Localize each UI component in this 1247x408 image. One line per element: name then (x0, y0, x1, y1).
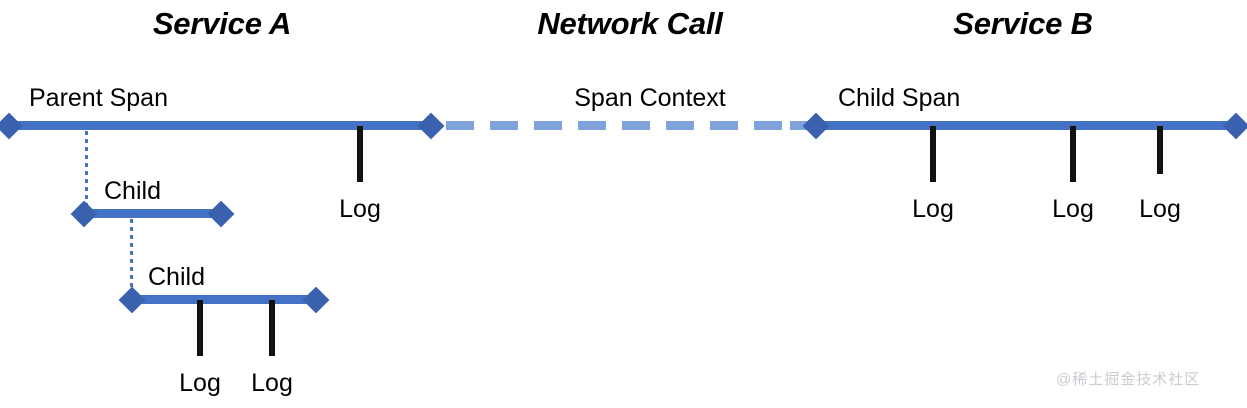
child-span-1-start-diamond (70, 200, 98, 228)
child-span-b-end-diamond (1222, 112, 1247, 140)
child-span-b-log-tick-1 (930, 126, 936, 182)
child-span-2-bar (131, 295, 317, 304)
child-span-b-log-tick-2 (1070, 126, 1076, 182)
section-title-service-a: Service A (152, 6, 292, 41)
child-span-2-log-label-1: Log (179, 369, 221, 397)
parent-span-bar (8, 121, 432, 130)
child-span-2-label: Child (148, 263, 205, 291)
span-context-dashed-line (432, 121, 815, 130)
section-title-network-call: Network Call (537, 6, 723, 41)
child-span-2-log-label-2: Log (251, 369, 293, 397)
child-span-2-log-tick-2 (269, 300, 275, 356)
child-span-1-bar (83, 209, 222, 218)
child-span-2-end-diamond (302, 286, 330, 314)
child-span-2-start-diamond (118, 286, 146, 314)
child-span-b-start-diamond (802, 112, 830, 140)
section-title-service-b: Service B (953, 6, 1093, 41)
child-span-1-label: Child (104, 177, 161, 205)
connector-child-1-to-child-2 (130, 219, 133, 300)
child-span-b-log-label-1: Log (912, 195, 954, 223)
child-span-1-end-diamond (207, 200, 235, 228)
child-span-b-label: Child Span (838, 84, 961, 112)
parent-span-label: Parent Span (29, 84, 168, 112)
parent-span-start-diamond (0, 112, 23, 140)
connector-parent-to-child-1 (85, 131, 88, 214)
parent-span-log-tick (357, 126, 363, 182)
parent-span-log-label: Log (339, 195, 381, 223)
child-span-b-log-tick-3 (1157, 126, 1163, 174)
span-context-label: Span Context (574, 84, 726, 112)
child-span-b-log-label-3: Log (1139, 195, 1181, 223)
child-span-2-log-tick-1 (197, 300, 203, 356)
watermark: @稀土掘金技术社区 (1056, 371, 1201, 388)
child-span-b-log-label-2: Log (1052, 195, 1094, 223)
child-span-b-bar (815, 121, 1237, 130)
